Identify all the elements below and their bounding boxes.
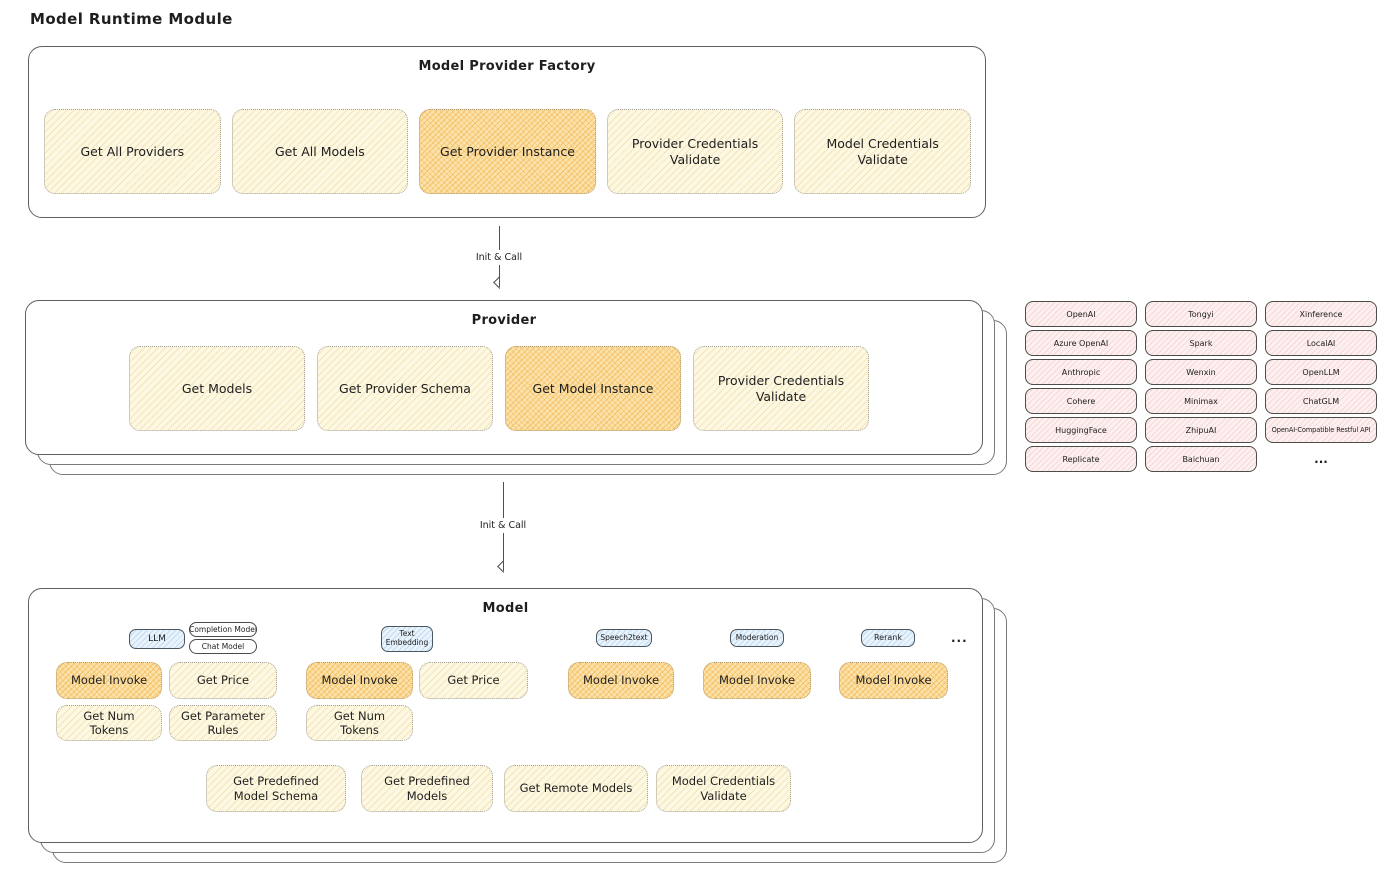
provider-spark: Spark bbox=[1145, 330, 1257, 356]
provider-wenxin: Wenxin bbox=[1145, 359, 1257, 385]
node-get-remote-models: Get Remote Models bbox=[504, 765, 648, 812]
factory-buttons-row: Get All Providers Get All Models Get Pro… bbox=[44, 109, 971, 194]
provider-huggingface: HuggingFace bbox=[1025, 417, 1137, 443]
node-get-provider-instance: Get Provider Instance bbox=[419, 109, 596, 194]
node-get-provider-schema: Get Provider Schema bbox=[317, 346, 493, 431]
tab-text-embedding: Text Embedding bbox=[381, 626, 433, 652]
model-panel: Model LLM Completion Model Chat Model Te… bbox=[28, 588, 983, 843]
arrow-provider-to-model: Init & Call bbox=[458, 482, 548, 573]
factory-title: Model Provider Factory bbox=[418, 59, 596, 74]
node-model-credentials-validate: Model Credentials Validate bbox=[794, 109, 971, 194]
node-llm-get-parameter-rules: Get Parameter Rules bbox=[169, 705, 277, 741]
tab-speech2text: Speech2text bbox=[596, 629, 652, 647]
arrow-line-top bbox=[498, 226, 500, 250]
node-llm-model-invoke: Model Invoke bbox=[56, 662, 162, 699]
arrow-line-bottom bbox=[502, 533, 504, 571]
node-provider-credentials-validate: Provider Credentials Validate bbox=[606, 109, 784, 194]
provider-chatglm: ChatGLM bbox=[1265, 388, 1377, 414]
factory-panel: Model Provider Factory Get All Providers… bbox=[28, 46, 986, 218]
provider-buttons-row: Get Models Get Provider Schema Get Model… bbox=[129, 346, 869, 431]
node-s2t-model-invoke: Model Invoke bbox=[568, 662, 674, 699]
provider-stack: Provider Get Models Get Provider Schema … bbox=[25, 300, 1007, 475]
tab-llm: LLM bbox=[129, 629, 185, 649]
node-get-all-models: Get All Models bbox=[231, 109, 409, 194]
arrowhead-down-icon bbox=[496, 560, 510, 573]
node-get-all-providers: Get All Providers bbox=[44, 109, 221, 194]
provider-tongyi: Tongyi bbox=[1145, 301, 1257, 327]
node-llm-get-num-tokens: Get Num Tokens bbox=[56, 705, 162, 741]
page-title: Model Runtime Module bbox=[30, 10, 233, 28]
node-get-predefined-models: Get Predefined Models bbox=[361, 765, 493, 812]
provider-replicate: Replicate bbox=[1025, 446, 1137, 472]
tabs-more-ellipsis: ... bbox=[951, 631, 968, 645]
providers-list: OpenAI Tongyi Xinference Azure OpenAI Sp… bbox=[1025, 301, 1377, 472]
arrow-line-top bbox=[502, 482, 504, 518]
node-te-get-price: Get Price bbox=[419, 662, 528, 699]
provider-zhipuai: ZhipuAI bbox=[1145, 417, 1257, 443]
provider-azure-openai: Azure OpenAI bbox=[1025, 330, 1137, 356]
node-moderation-model-invoke: Model Invoke bbox=[703, 662, 811, 699]
provider-openai: OpenAI bbox=[1025, 301, 1137, 327]
node-get-predefined-model-schema: Get Predefined Model Schema bbox=[206, 765, 346, 812]
node-te-get-num-tokens: Get Num Tokens bbox=[306, 705, 413, 741]
tab-moderation: Moderation bbox=[730, 629, 784, 647]
model-stack: Model LLM Completion Model Chat Model Te… bbox=[28, 588, 1007, 863]
provider-title: Provider bbox=[471, 313, 537, 328]
arrow-line-bottom bbox=[498, 265, 500, 287]
node-llm-get-price: Get Price bbox=[169, 662, 277, 699]
provider-anthropic: Anthropic bbox=[1025, 359, 1137, 385]
provider-localai: LocalAI bbox=[1265, 330, 1377, 356]
node-get-model-instance: Get Model Instance bbox=[505, 346, 681, 431]
model-title: Model bbox=[482, 601, 529, 616]
provider-openllm: OpenLLM bbox=[1265, 359, 1377, 385]
arrow-factory-to-provider: Init & Call bbox=[454, 226, 544, 289]
node-te-model-invoke: Model Invoke bbox=[306, 662, 413, 699]
arrow-label: Init & Call bbox=[475, 252, 523, 263]
node-get-models: Get Models bbox=[129, 346, 305, 431]
arrow-label: Init & Call bbox=[479, 520, 527, 531]
node-model-credentials-validate-2: Model Credentials Validate bbox=[656, 765, 791, 812]
provider-openai-compatible-restful-api: OpenAI-Compatible Restful API bbox=[1265, 417, 1377, 443]
provider-cohere: Cohere bbox=[1025, 388, 1137, 414]
node-provider-credentials-validate-2: Provider Credentials Validate bbox=[693, 346, 869, 431]
tab-chat-model: Chat Model bbox=[189, 639, 257, 654]
provider-xinference: Xinference bbox=[1265, 301, 1377, 327]
arrowhead-down-icon bbox=[492, 276, 506, 289]
provider-panel: Provider Get Models Get Provider Schema … bbox=[25, 300, 983, 455]
provider-minimax: Minimax bbox=[1145, 388, 1257, 414]
node-rerank-model-invoke: Model Invoke bbox=[839, 662, 948, 699]
tab-rerank: Rerank bbox=[861, 629, 915, 647]
provider-baichuan: Baichuan bbox=[1145, 446, 1257, 472]
tab-completion-model: Completion Model bbox=[189, 622, 257, 637]
providers-more-ellipsis: ... bbox=[1314, 452, 1328, 466]
